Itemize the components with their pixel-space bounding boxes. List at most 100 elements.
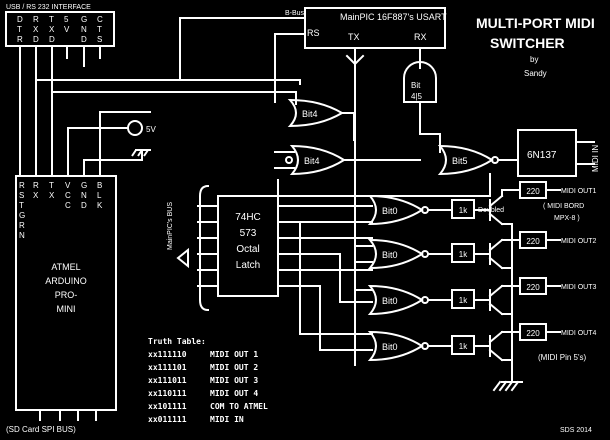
arduino-pin: T bbox=[49, 181, 54, 190]
title-author: Sandy bbox=[524, 69, 547, 78]
usb-pin: V bbox=[64, 25, 70, 34]
truth-table-code: xx111101 bbox=[148, 363, 187, 372]
latch-l3: Octal bbox=[236, 244, 259, 255]
resistor-1k-label: 1k bbox=[459, 206, 468, 215]
usb-pin: D bbox=[17, 15, 23, 24]
arduino-pro-mini bbox=[15, 79, 117, 421]
main-pic-tx: TX bbox=[348, 32, 360, 42]
arduino-name-l2: ARDUINO bbox=[45, 276, 87, 286]
title-line1: MULTI-PORT MIDI bbox=[476, 15, 595, 31]
usb-pin: T bbox=[49, 15, 54, 24]
bit0-gate-label-3: Bit0 bbox=[382, 296, 398, 306]
pic-bus-label: MainPIC's BUS bbox=[167, 202, 174, 250]
doubled-note: Doubled bbox=[478, 207, 504, 214]
latch-l2: 573 bbox=[240, 228, 257, 239]
usb-pin: X bbox=[49, 25, 55, 34]
truth-table: Truth Table: xx111110 MIDI OUT 1 xx11110… bbox=[148, 337, 268, 424]
truth-table-code: xx011111 bbox=[148, 415, 187, 424]
arduino-pin: X bbox=[49, 191, 55, 200]
latch-74hc573 bbox=[197, 195, 279, 297]
truth-table-desc: MIDI IN bbox=[210, 415, 244, 424]
arduino-pin: C bbox=[65, 201, 71, 210]
midi-out-label-4: MIDI OUT4 bbox=[561, 330, 596, 337]
ground-icon bbox=[131, 149, 149, 157]
main-pic-rx: RX bbox=[414, 32, 427, 42]
midi-pins-note: (MIDI Pin 5's) bbox=[538, 353, 587, 362]
resistor-220-label: 220 bbox=[526, 187, 540, 196]
optocoupler-6n137 bbox=[517, 129, 595, 177]
bit4-or-gate-bottom bbox=[285, 144, 346, 176]
arduino-pin: V bbox=[65, 181, 71, 190]
bit0-gate-label-4: Bit0 bbox=[382, 342, 398, 352]
title-by: by bbox=[530, 55, 538, 64]
midi-bord-note-l2: MPX-8 ) bbox=[554, 215, 580, 222]
truth-table-code: xx110111 bbox=[148, 389, 187, 398]
main-pic-name: MainPIC 16F887's USART bbox=[340, 12, 447, 22]
usb-pin: T bbox=[97, 25, 102, 34]
resistor-1k-label: 1k bbox=[459, 342, 468, 351]
usb-pin: D bbox=[49, 35, 55, 44]
bit4-gate-label-bottom: Bit4 bbox=[304, 156, 320, 166]
arduino-pin: D bbox=[81, 201, 87, 210]
bit0-gate-label-2: Bit0 bbox=[382, 250, 398, 260]
transistor-4 bbox=[488, 330, 504, 362]
resistor-1k-label: 1k bbox=[459, 250, 468, 259]
power-5v-icon bbox=[127, 120, 143, 136]
arduino-pin: G bbox=[81, 181, 87, 190]
title-line2: SWITCHER bbox=[490, 35, 565, 51]
resistor-220-label: 220 bbox=[526, 237, 540, 246]
usb-pin: T bbox=[17, 25, 22, 34]
latch-l1: 74HC bbox=[235, 212, 261, 223]
truth-table-desc: MIDI OUT 2 bbox=[210, 363, 258, 372]
arduino-name-l1: ATMEL bbox=[51, 262, 80, 272]
usb-pin: D bbox=[81, 35, 87, 44]
arduino-pin: R bbox=[33, 181, 39, 190]
transistor-2 bbox=[488, 238, 504, 270]
midi-out-label-3: MIDI OUT3 bbox=[561, 284, 596, 291]
arduino-pin: X bbox=[33, 191, 39, 200]
optocoupler-label: 6N137 bbox=[527, 150, 557, 161]
transistor-1 bbox=[488, 194, 504, 226]
and-gate-label-l2: 4|5 bbox=[411, 92, 423, 101]
arduino-pin: R bbox=[19, 181, 25, 190]
truth-table-code: xx101111 bbox=[148, 402, 187, 411]
signature: SDS 2014 bbox=[560, 427, 592, 434]
midi-out-label-1: MIDI OUT1 bbox=[561, 188, 596, 195]
arduino-pin: L bbox=[97, 191, 102, 200]
usb-pin: 5 bbox=[64, 15, 69, 24]
usb-rs232-connector bbox=[5, 11, 115, 93]
arduino-pin: N bbox=[19, 231, 25, 240]
usb-pin: C bbox=[97, 15, 103, 24]
arduino-pin: N bbox=[81, 191, 87, 200]
bit5-gate-label: Bit5 bbox=[452, 156, 468, 166]
arduino-pin: T bbox=[19, 201, 24, 210]
arduino-pin: B bbox=[97, 181, 102, 190]
usb-interface-label: USB / RS 232 INTERFACE bbox=[6, 4, 91, 11]
bit4-or-gate-top bbox=[287, 98, 344, 128]
b-bus-label: B-Bus bbox=[285, 10, 305, 17]
usb-pin: S bbox=[97, 35, 102, 44]
usb-pin: R bbox=[17, 35, 23, 44]
usb-pin: G bbox=[81, 15, 87, 24]
usb-pin: N bbox=[81, 25, 87, 34]
midi-bord-note-l1: ( MIDI BORD bbox=[543, 203, 584, 210]
truth-table-code: xx111110 bbox=[148, 350, 187, 359]
arduino-name-l3: PRO- bbox=[55, 290, 78, 300]
bit45-and-gate bbox=[403, 61, 437, 103]
arduino-pin: K bbox=[97, 201, 103, 210]
bit0-gate-label-1: Bit0 bbox=[382, 206, 398, 216]
truth-table-desc: MIDI OUT 4 bbox=[210, 389, 258, 398]
truth-table-desc: COM TO ATMEL bbox=[210, 402, 268, 411]
midi-out-label-2: MIDI OUT2 bbox=[561, 238, 596, 245]
resistor-220-label: 220 bbox=[526, 329, 540, 338]
spi-bus-label: (SD Card SPI BUS) bbox=[6, 425, 76, 434]
power-5v-label: 5V bbox=[146, 125, 156, 134]
arduino-name-l4: MINI bbox=[57, 304, 76, 314]
truth-table-code: xx111011 bbox=[148, 376, 187, 385]
and-gate-label-l1: Bit bbox=[411, 81, 421, 90]
resistor-1k-label: 1k bbox=[459, 296, 468, 305]
bit4-gate-label-top: Bit4 bbox=[302, 109, 318, 119]
arduino-pin: S bbox=[19, 191, 24, 200]
usb-pin: R bbox=[33, 15, 39, 24]
